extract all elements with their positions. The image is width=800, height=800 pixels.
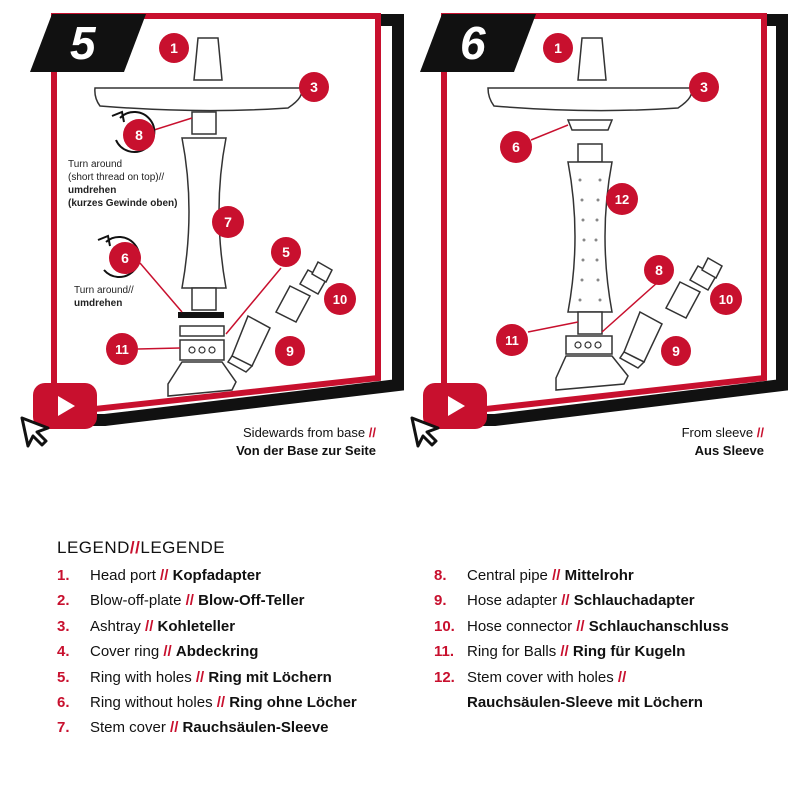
badge-8: [123, 119, 155, 151]
badge-label: 7: [224, 214, 232, 230]
badge-11: [106, 333, 138, 365]
badge-label: 1: [170, 40, 178, 56]
part-hose-connector: [664, 281, 702, 319]
legend-item: 3.Ashtray // Kohleteller: [57, 617, 236, 635]
note-turn-around-8: Turn around (short thread on top)// umdr…: [68, 159, 178, 209]
badge-1: [543, 33, 573, 63]
badge-label: 8: [135, 127, 143, 143]
badge-label: 6: [512, 139, 520, 155]
badge-label: 1: [554, 40, 562, 56]
badge-label: 11: [115, 342, 129, 357]
legend-item: 1.Head port // Kopfadapter: [57, 567, 261, 584]
part-head-port: [193, 37, 223, 81]
panel-step-5: [20, 13, 404, 448]
legend-item: 11.Ring for Balls // Ring für Kugeln: [434, 643, 686, 661]
legend-item: 12.Stem cover with holes //Rauchsäulen-S…: [434, 668, 703, 712]
legend-item: 8.Central pipe // Mittelrohr: [434, 567, 634, 584]
part-central-pipe-bottom: [191, 287, 217, 311]
badge-label: 3: [700, 79, 708, 95]
badge-9: [661, 336, 691, 366]
caption-step-6: From sleeve // Aus Sleeve: [681, 425, 764, 458]
badge-3: [299, 72, 329, 102]
part-ashtray: [487, 87, 693, 112]
part-ashtray: [94, 87, 303, 112]
panel-step-6: [410, 13, 788, 448]
legend-item: 9.Hose adapter // Schlauchadapter: [434, 592, 695, 610]
step-tab: [420, 14, 536, 72]
badge-label: 9: [672, 343, 680, 359]
legend-item: 4.Cover ring // Abdeckring: [57, 643, 259, 661]
badge-8: [644, 255, 674, 285]
step-number-5: 5: [70, 17, 96, 69]
part-hose-connector: [274, 285, 312, 323]
legend-item: 2.Blow-off-plate // Blow-Off-Teller: [57, 592, 305, 610]
note-turn-around-6: Turn around// umdrehen: [74, 285, 134, 309]
badge-label: 6: [121, 250, 129, 266]
part-head-port: [577, 37, 607, 81]
part-ring-for-balls: [565, 335, 613, 355]
caption-step-5: Sidewards from base // Von der Base zur …: [236, 425, 376, 458]
part-central-pipe-bottom: [577, 311, 603, 335]
part-ring-without-holes: [566, 119, 614, 131]
part-ring-for-balls: [179, 339, 225, 361]
legend-item: 7.Stem cover // Rauchsäulen-Sleeve: [57, 719, 329, 737]
badge-label: 3: [310, 79, 318, 95]
badge-label: 11: [505, 333, 519, 348]
badge-5: [271, 237, 301, 267]
part-base: [167, 361, 237, 397]
badge-label: 10: [719, 292, 733, 307]
badge-label: 9: [286, 343, 294, 359]
step-tab: [30, 14, 146, 72]
legend-list-left: 1.Head port // Kopfadapter 2.Blow-off-pl…: [57, 563, 357, 741]
part-central-pipe-top: [191, 111, 217, 135]
part-stem-cover: [181, 137, 227, 289]
badge-label: 8: [655, 262, 663, 278]
legend-item: 6.Ring without holes // Ring ohne Löcher: [57, 694, 357, 712]
part-ring-without-holes: [178, 312, 224, 318]
part-central-pipe-top: [577, 143, 603, 163]
part-base: [555, 355, 629, 391]
badge-label: 12: [615, 192, 629, 207]
assembly-diagram: 1 3 8 7 6 5 10 11 9 1 3 6 12 8 10 11 9: [20, 13, 788, 448]
legend-item: 5.Ring with holes // Ring mit Löchern: [57, 668, 332, 686]
legend-list-right: 8.Central pipe // Mittelrohr 9.Hose adap…: [434, 563, 729, 715]
step-number-6: 6: [460, 17, 486, 69]
legend-item: 10.Hose connector // Schlauchanschluss: [434, 617, 729, 635]
part-stem-cover-with-holes: [567, 161, 613, 313]
badge-10: [710, 283, 742, 315]
badge-7: [212, 206, 244, 238]
part-ring-with-holes: [179, 325, 225, 337]
badge-12: [606, 183, 638, 215]
legend-heading: LEGEND//LEGENDE: [57, 538, 226, 557]
badge-3: [689, 72, 719, 102]
badge-10: [324, 283, 356, 315]
badge-11: [496, 324, 528, 356]
badge-label: 5: [282, 244, 290, 260]
badge-6: [500, 131, 532, 163]
badge-1: [159, 33, 189, 63]
badge-label: 10: [333, 292, 347, 307]
badge-6: [109, 242, 141, 274]
badge-9: [275, 336, 305, 366]
